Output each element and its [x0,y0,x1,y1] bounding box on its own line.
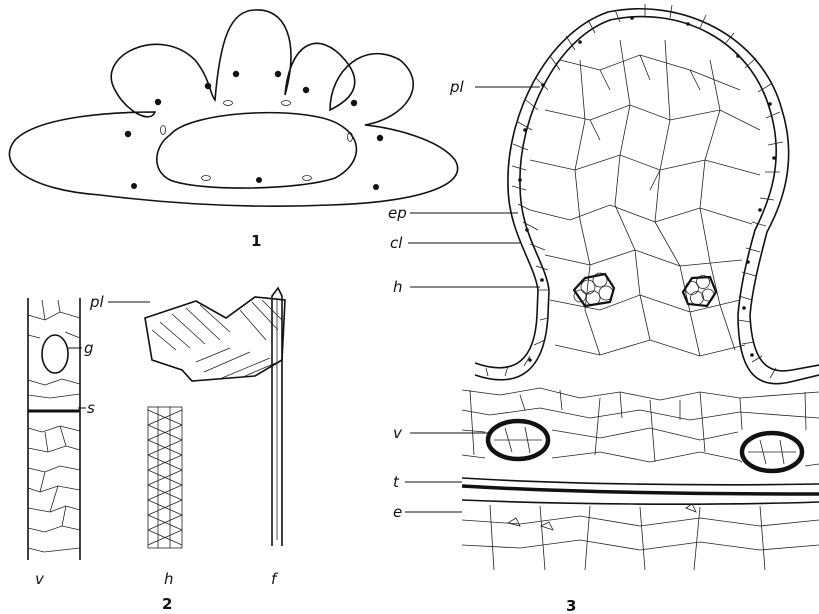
fig2-fiber [272,288,282,546]
fig2-label-v: v [35,570,45,588]
fig1-number: 1 [251,232,261,250]
fig3-label-cl: cl [390,234,403,252]
fig3-vessel-right [742,433,802,471]
fig2-label-g: g [84,339,94,357]
fig2-number: 2 [162,595,172,613]
fig1-outline [9,10,457,206]
fig3-label-t: t [393,473,400,491]
fig3-number: 3 [566,597,576,614]
fig2-label-pl: pl [89,293,105,311]
fig3-vessel-left [488,421,548,459]
fig3-label-h: h [393,278,403,296]
fig2-label-h: h [164,570,174,588]
fig3-label-v: v [393,424,403,442]
fig3-label-ep: ep [388,204,407,222]
fig3-label-e: e [393,503,402,521]
fig2-label-s: s [87,399,95,417]
fig2-vessel-strip [28,298,80,560]
fig2-label-f: f [271,570,279,588]
fig3-vascular-bundle-left [574,273,614,306]
fig2-thickened-fragment [145,297,285,381]
fig3-label-pl: pl [449,78,465,96]
fig3-vascular-bundle-right [683,276,716,307]
fig2-helical-strip [148,407,182,548]
